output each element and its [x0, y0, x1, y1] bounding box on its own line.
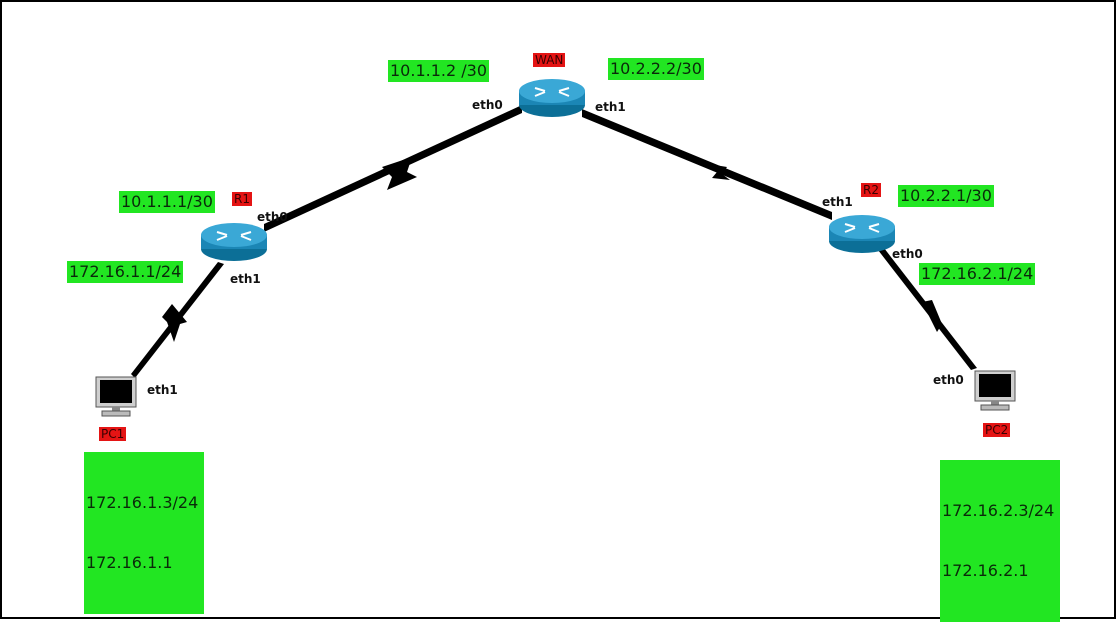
pc1-gateway: 172.16.1.1: [86, 553, 173, 572]
r1-eth1-label: eth1: [230, 272, 261, 286]
pc2-ip-config: 172.16.2.3/24 172.16.2.1: [940, 460, 1060, 622]
r1-eth0-label: eth0: [257, 210, 288, 224]
router-icon[interactable]: [199, 220, 269, 266]
pc1-name-label: PC1: [99, 427, 127, 441]
pc-icon[interactable]: [973, 370, 1017, 412]
r1-eth1-ip: 172.16.1.1/24: [67, 261, 184, 283]
r2-eth1-label: eth1: [822, 195, 853, 209]
pc2-ip: 172.16.2.3/24: [942, 501, 1055, 520]
r2-eth1-ip: 10.2.2.1/30: [898, 185, 994, 207]
pc2-gateway: 172.16.2.1: [942, 561, 1029, 580]
wan-eth0-label: eth0: [472, 98, 503, 112]
pc2-eth0-label: eth0: [933, 373, 964, 387]
router-icon[interactable]: [517, 76, 587, 122]
r1-name-label: R1: [232, 192, 252, 206]
pc-icon[interactable]: [94, 376, 138, 418]
wan-eth0-ip: 10.1.1.2 /30: [388, 60, 489, 82]
r2-eth0-label: eth0: [892, 247, 923, 261]
link-wan-r2: [582, 109, 832, 220]
r2-eth0-ip: 172.16.2.1/24: [919, 263, 1036, 285]
wan-eth1-ip: 10.2.2.2/30: [608, 58, 704, 80]
link-wan-r1: [264, 105, 522, 232]
r2-name-label: R2: [861, 183, 881, 197]
pc1-ip: 172.16.1.3/24: [86, 493, 199, 512]
pc2-name-label: PC2: [983, 423, 1011, 437]
r1-eth0-ip: 10.1.1.1/30: [119, 191, 215, 213]
wan-name-label: WAN: [533, 53, 566, 67]
link-r1-pc1: [131, 262, 224, 378]
pc1-ip-config: 172.16.1.3/24 172.16.1.1: [84, 452, 204, 614]
pc1-eth1-label: eth1: [147, 383, 178, 397]
router-icon[interactable]: [827, 212, 897, 258]
wan-eth1-label: eth1: [595, 100, 626, 114]
link-r2-pc2: [878, 248, 977, 370]
